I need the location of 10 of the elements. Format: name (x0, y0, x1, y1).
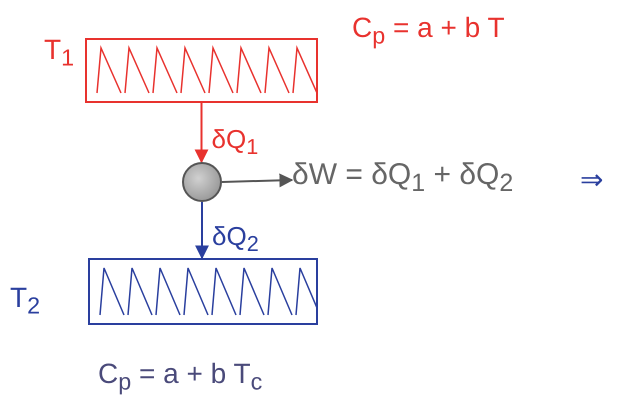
temperature-label: T$_{1}$ (44, 36, 74, 70)
heat-capacity-formula: C$_{p}$ = a + b T (352, 14, 505, 48)
implies-arrow: ⇒ (580, 166, 603, 194)
work-equation: δW = δQ$_{1}$ + δQ$_{2}$ (292, 160, 514, 196)
arrow (195, 202, 209, 260)
engine-circle (182, 162, 222, 202)
arrow (222, 173, 294, 188)
temperature-label: T$_{2}$ (10, 284, 40, 318)
heat-capacity-formula: C$_{p}$ = a + b T$_{c}$ (98, 360, 262, 394)
arrow (194, 103, 208, 164)
